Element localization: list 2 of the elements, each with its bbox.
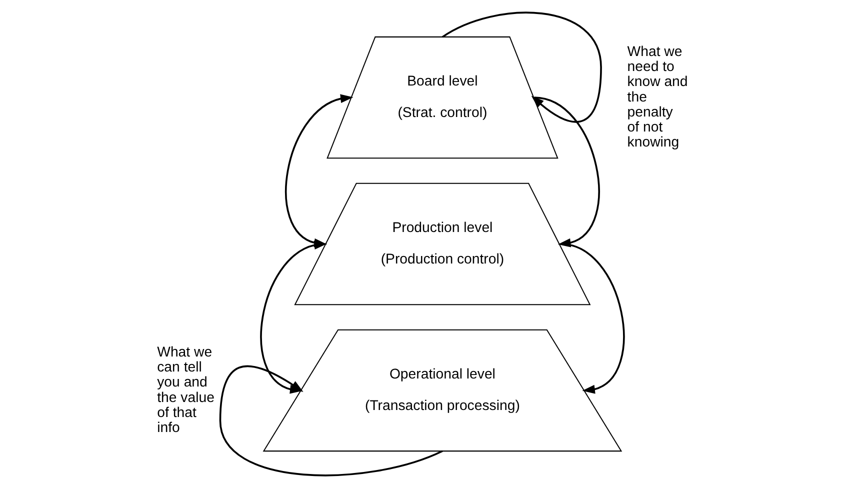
label: What we can tell you and the value of that info <box>156 343 214 436</box>
label: What we need to know and the penalty of not knowing <box>626 42 688 150</box>
